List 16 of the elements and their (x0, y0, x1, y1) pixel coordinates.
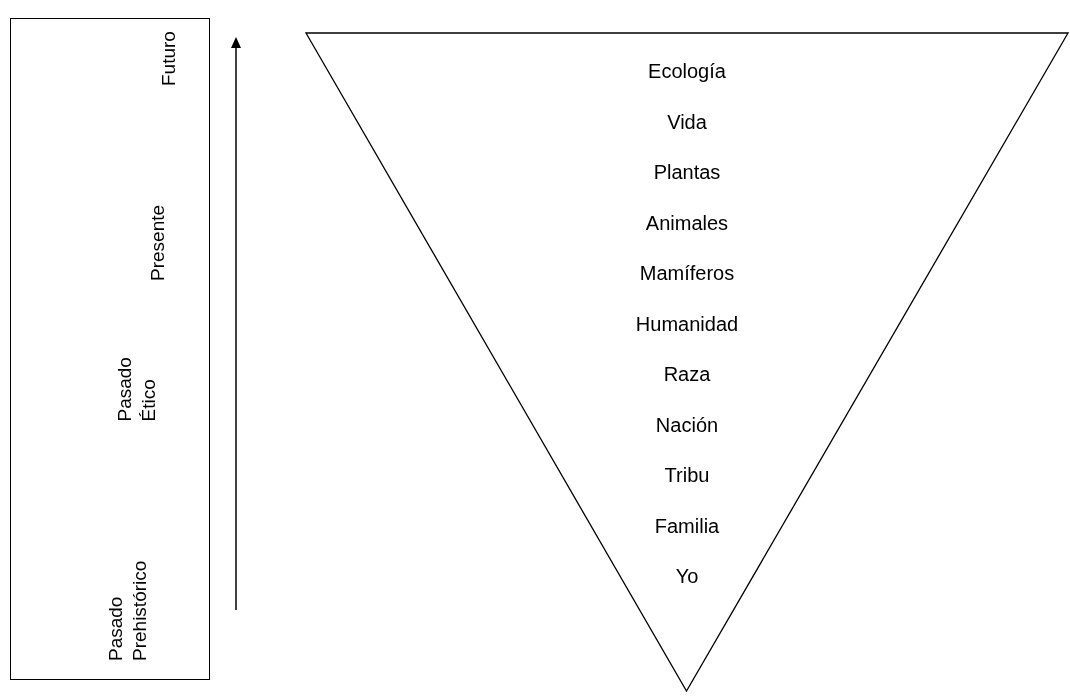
era-label: Futuro (157, 30, 180, 86)
level-label: Animales (645, 211, 729, 235)
era-label: Pasado Ético (112, 356, 159, 422)
level-label: Yo (675, 565, 699, 588)
level-label: Nación (655, 413, 719, 437)
level-label: Vida (667, 110, 707, 134)
level-label: Tribu (664, 464, 710, 487)
level-label: Plantas (653, 161, 721, 184)
level-label: Raza (663, 363, 711, 386)
era-label: Presente (146, 203, 169, 281)
level-label: Humanidad (635, 312, 739, 336)
level-label: Ecología (648, 60, 726, 83)
level-label: Familia (654, 514, 720, 538)
timeline-box (10, 18, 210, 680)
level-label: Mamíferos (639, 262, 735, 285)
era-label: Pasado Prehistórico (104, 559, 151, 661)
